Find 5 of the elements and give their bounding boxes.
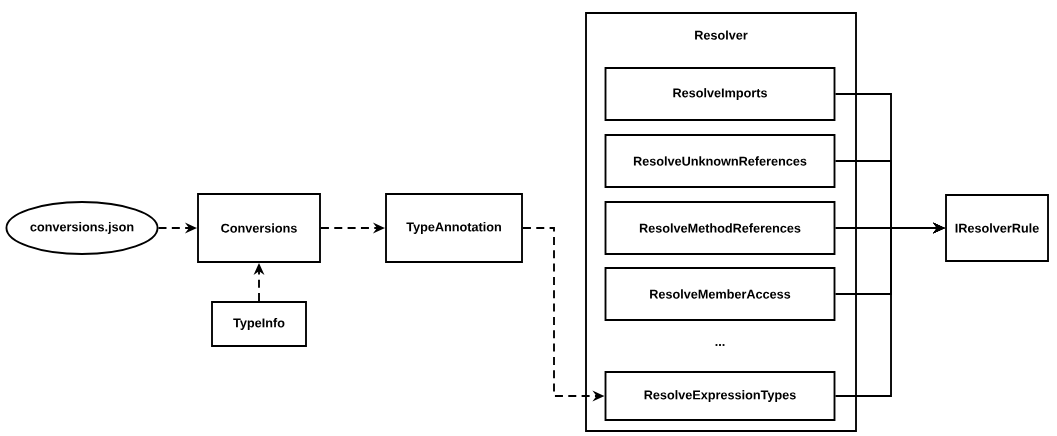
process-box: TypeAnnotation — [385, 193, 523, 263]
ellipsis-text: ... — [715, 344, 725, 346]
process-box: TypeInfo — [211, 301, 307, 347]
process-box: IResolverRule — [945, 194, 1049, 262]
process-box: Conversions — [197, 193, 321, 263]
